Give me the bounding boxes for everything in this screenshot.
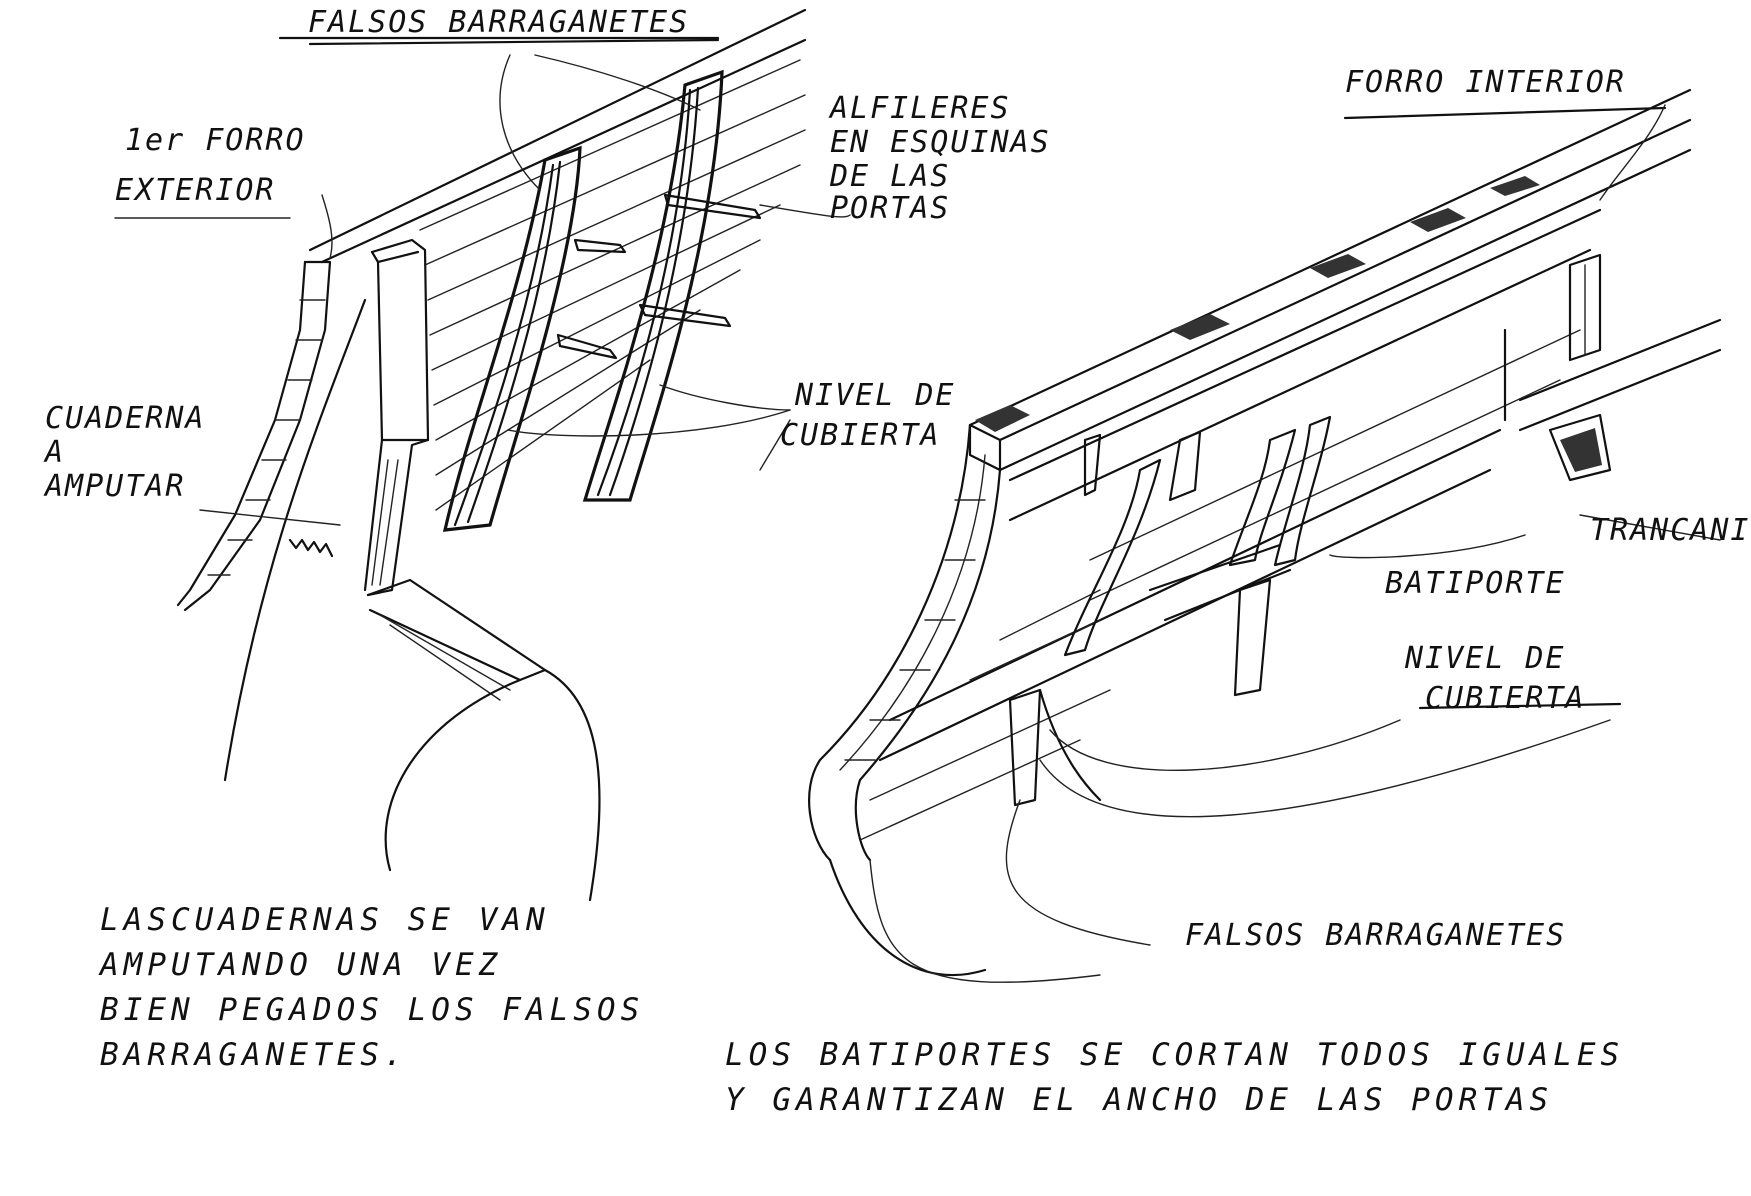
label-alfileres-3: DE LAS xyxy=(829,159,950,194)
notes: LASCUADERNAS SE VAN AMPUTANDO UNA VEZ BI… xyxy=(98,902,1624,1118)
label-batiporte: BATIPORTE xyxy=(1385,566,1566,601)
note-left-line: BIEN PEGADOS LOS FALSOS xyxy=(100,992,644,1028)
label-forro-exterior-2: EXTERIOR xyxy=(115,173,276,208)
label-alfileres-2: EN ESQUINAS xyxy=(830,125,1051,160)
label-cuaderna-2: A xyxy=(43,435,65,470)
label-nivel-left-1: NIVEL DE xyxy=(794,378,956,413)
label-falsos-bottom: FALSOS BARRAGANETES xyxy=(1185,918,1566,953)
label-tranconil: TRANCANIL xyxy=(1590,513,1751,548)
label-falsos-top: FALSOS BARRAGANETES xyxy=(308,5,689,40)
left-hull-drawing xyxy=(114,8,851,902)
note-bottom-line: LOS BATIPORTES SE CORTAN TODOS IGUALES xyxy=(725,1037,1624,1073)
label-cuaderna-1: CUADERNA xyxy=(45,401,206,436)
label-nivel-left-2: CUBIERTA xyxy=(780,418,941,453)
note-left-line: AMPUTANDO UNA VEZ xyxy=(98,947,502,983)
label-nivel-right-2: CUBIERTA xyxy=(1425,681,1586,716)
note-bottom-line: Y GARANTIZAN EL ANCHO DE LAS PORTAS xyxy=(725,1082,1553,1118)
label-alfileres-1: ALFILERES xyxy=(828,91,1011,126)
note-left-line: LASCUADERNAS SE VAN xyxy=(100,902,550,938)
note-left-line: BARRAGANETES. xyxy=(100,1037,408,1073)
label-forro-exterior-1: 1er FORRO xyxy=(125,123,306,158)
right-hull-drawing xyxy=(808,88,1722,983)
label-cuaderna-3: AMPUTAR xyxy=(43,469,185,504)
label-forro-interior: FORRO INTERIOR xyxy=(1345,65,1626,100)
label-alfileres-4: PORTAS xyxy=(830,191,950,226)
diagram-labels: FALSOS BARRAGANETES 1er FORRO EXTERIOR A… xyxy=(43,5,1751,953)
label-nivel-right-1: NIVEL DE xyxy=(1404,641,1566,676)
